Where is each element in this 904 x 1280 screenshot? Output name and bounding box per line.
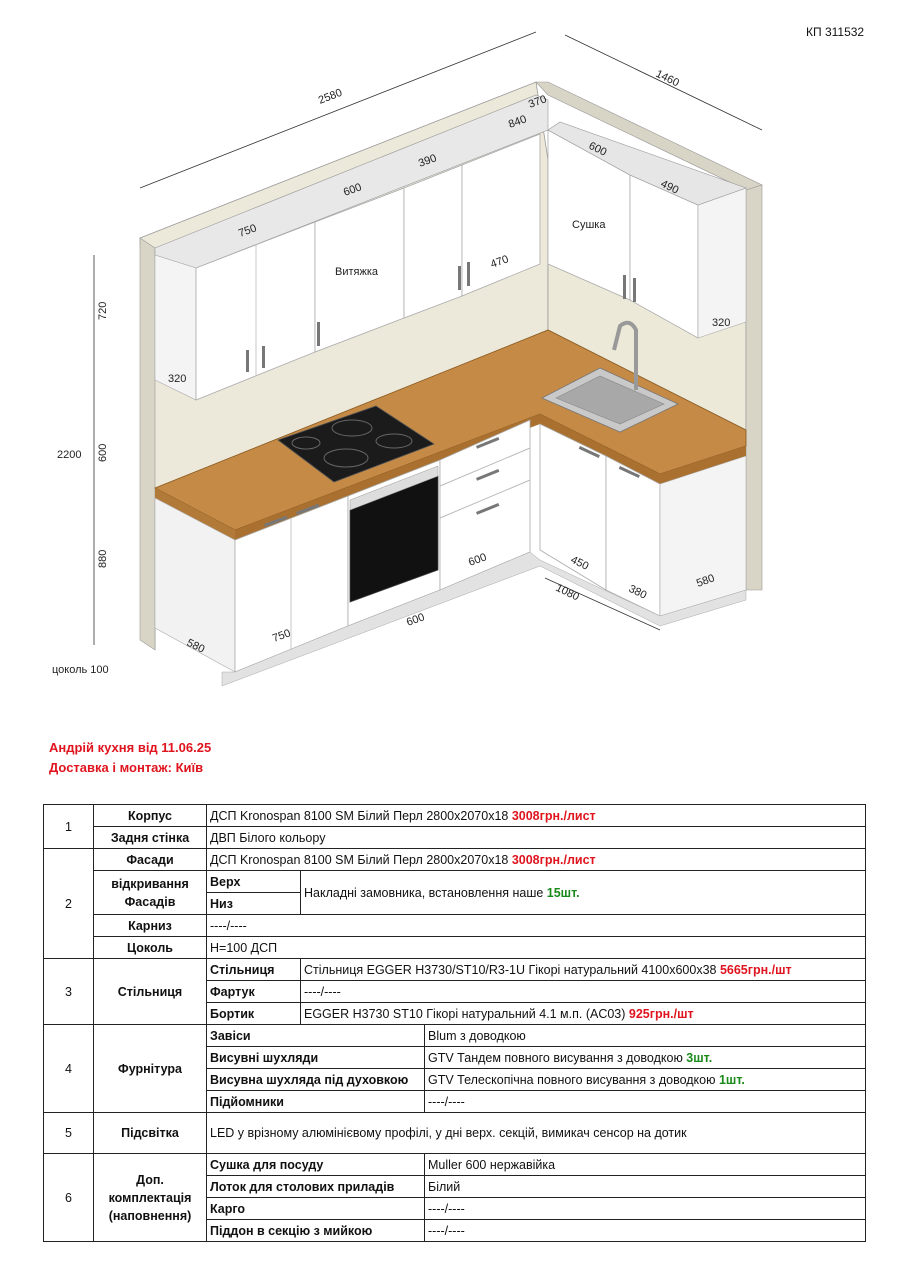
faucet [612,320,638,390]
dimension-label: 470 [489,253,510,271]
dimension-label: 2580 [317,87,344,107]
document-code: КП 311532 [806,25,865,39]
table-row: 4 Фурнітура Завіси Blum з доводкою [43,1024,867,1113]
dimension-label: 750 [271,627,292,645]
dimension-label: 2200 [57,449,81,461]
table-row: Лоток для столових приладів Білий [44,1175,867,1198]
table-row: Бортик EGGER H3730 ST10 Гікорі натуральн… [44,1002,867,1025]
dimension-label: 600 [97,444,109,462]
table-row: 2 Фасади ДСП Kronospan 8100 SM Білий Пер… [43,848,867,959]
dimension-label: 390 [417,152,438,170]
dimension-label: 600 [467,551,488,569]
dimension-label: 370 [527,93,548,111]
table-row: 6 Доп. комплектація (наповнення) Сушка д… [43,1153,867,1242]
specification-table: 1 Корпус ДСП Kronospan 8100 SM Білий Пер… [43,804,867,1242]
table-row: відкривання Фасадів Верх Накладні замовн… [44,870,867,915]
dimension-label: 600 [342,181,363,199]
dimension-label: 1460 [654,68,681,90]
table-row: Карниз ----/---- [44,914,867,937]
dimension-label: 720 [97,302,109,320]
dimension-label: 600 [405,611,426,629]
dimension-label: 750 [237,222,258,240]
table-row: 5 Підсвітка LED у врізному алюмінієвому … [43,1112,867,1154]
table-row: Цоколь H=100 ДСП [44,936,867,959]
dryer-label: Сушка [572,219,606,231]
upper-cabinet-470 [461,133,541,297]
dimension-label: 840 [507,113,528,131]
dimension-label: 1080 [554,582,581,604]
hood-label: Витяжка [335,266,379,278]
header-line-1: Андрій кухня від 11.06.25 [49,740,212,755]
table-row: Висувні шухляди GTV Тандем повного висув… [44,1046,867,1069]
table-row: Підйомники ----/---- [44,1090,867,1113]
dimension-label: 880 [97,550,109,568]
dimension-label: 580 [695,572,716,590]
header-line-2: Доставка і монтаж: Київ [49,760,204,775]
dimension-label: 320 [168,373,186,385]
table-row: Фартук ----/---- [44,980,867,1003]
hob [277,405,435,483]
table-row: Піддон в секцію з мийкою ----/---- [44,1219,867,1242]
table-row: Висувна шухляда під духовкою GTV Телеско… [44,1068,867,1091]
plinth-note: цоколь 100 [52,664,109,676]
dimension-label: 320 [712,317,730,329]
upper-cabinet-390 [403,164,463,319]
table-row: 1 Корпус ДСП Kronospan 8100 SM Білий Пер… [43,804,867,849]
table-row: Задня стінка ДВП Білого кольору [44,826,867,849]
table-row: 3 Стільниця Стільниця Стільниця EGGER H3… [43,958,867,1025]
